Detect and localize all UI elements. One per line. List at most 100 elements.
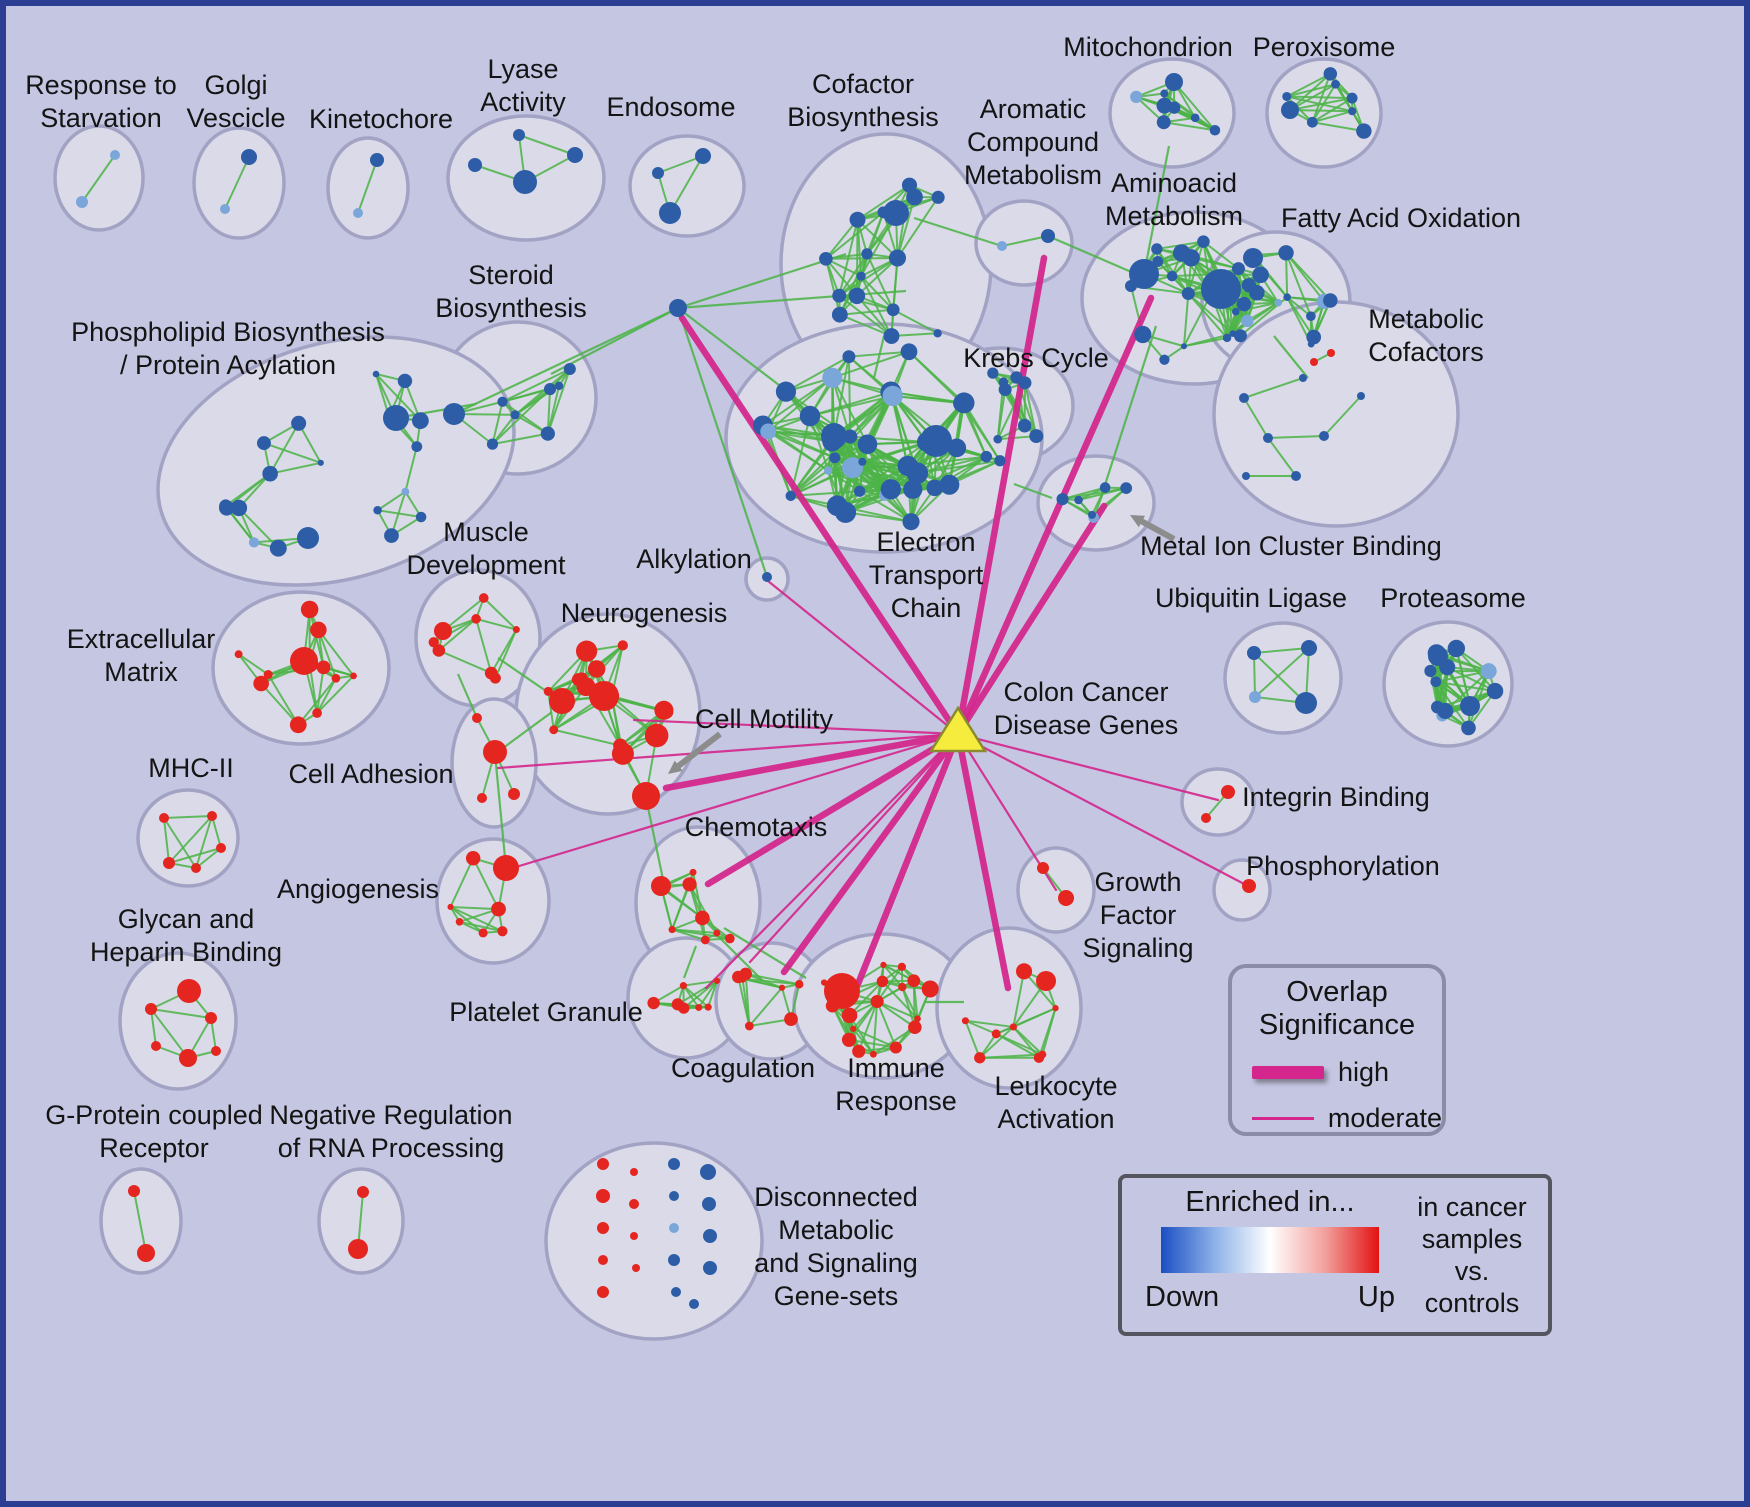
gene-set-node-krebs-cycle[interactable] (1018, 376, 1032, 390)
gene-set-node-g-protein-coupled-receptor[interactable] (128, 1185, 140, 1197)
gene-set-node-leukocyte-activation[interactable] (1052, 1005, 1059, 1012)
gene-set-node-electron-transport-chain[interactable] (900, 343, 918, 361)
gene-set-node-cell-adhesion[interactable] (508, 788, 520, 800)
gene-set-node-growth-factor-signaling[interactable] (1037, 862, 1049, 874)
gene-set-node-electron-transport-chain[interactable] (903, 479, 923, 499)
gene-set-node-response-to-starvation[interactable] (76, 196, 88, 208)
gene-set-node-lyase-activity[interactable] (567, 147, 583, 163)
gene-set-node-immune-response[interactable] (907, 974, 921, 988)
gene-set-node-electron-transport-chain[interactable] (760, 423, 777, 440)
gene-set-node-phospholipid-biosynthesis[interactable] (411, 412, 429, 430)
gene-set-node-aromatic-compound-metabolism[interactable] (1041, 229, 1055, 243)
gene-set-node-cofactor-biosynthesis[interactable] (933, 329, 942, 338)
gene-set-node-extracellular-matrix[interactable] (350, 672, 357, 680)
gene-set-node-steroid-biosynthesis[interactable] (554, 381, 564, 391)
gene-set-node-immune-response[interactable] (921, 980, 939, 998)
gene-set-node-mhc-ii[interactable] (207, 811, 217, 821)
gene-set-node-electron-transport-chain[interactable] (994, 455, 1006, 467)
gene-set-node-leukocyte-activation[interactable] (961, 1017, 969, 1025)
gene-set-node-electron-transport-chain[interactable] (902, 513, 920, 531)
gene-set-node-disconnected-gene-sets[interactable] (700, 1164, 716, 1180)
gene-set-node-disconnected-gene-sets[interactable] (597, 1222, 609, 1234)
gene-set-node-endosome[interactable] (652, 167, 664, 179)
gene-set-node-extracellular-matrix[interactable] (300, 600, 319, 619)
gene-set-node-extracellular-matrix[interactable] (331, 673, 341, 683)
gene-set-node-phospholipid-biosynthesis[interactable] (230, 499, 248, 517)
gene-set-node-g-protein-coupled-receptor[interactable] (137, 1244, 155, 1262)
gene-set-node-phospholipid-biosynthesis[interactable] (317, 459, 324, 466)
gene-set-node-electron-transport-chain[interactable] (842, 350, 856, 364)
gene-set-node-disconnected-gene-sets[interactable] (597, 1158, 609, 1170)
gene-set-node-phospholipid-biosynthesis[interactable] (384, 528, 399, 543)
gene-set-node-immune-response[interactable] (841, 1032, 857, 1047)
gene-set-node-fatty-acid-oxidation[interactable] (1306, 311, 1316, 321)
gene-set-node-proteasome[interactable] (1428, 646, 1448, 666)
gene-set-node-disconnected-gene-sets[interactable] (668, 1254, 680, 1266)
gene-set-node-extracellular-matrix[interactable] (290, 647, 318, 675)
gene-set-node-extracellular-matrix[interactable] (234, 650, 243, 659)
gene-set-node-metabolic-cofactors[interactable] (1291, 471, 1301, 481)
gene-set-node-immune-response[interactable] (889, 1041, 902, 1054)
gene-set-node-krebs-cycle[interactable] (998, 377, 1009, 387)
gene-set-node-electron-transport-chain[interactable] (939, 474, 960, 495)
gene-set-node-krebs-cycle[interactable] (1029, 429, 1044, 444)
gene-set-node-electron-transport-chain[interactable] (821, 423, 847, 449)
gene-set-node-krebs-cycle[interactable] (1017, 418, 1032, 433)
gene-set-node-extracellular-matrix[interactable] (253, 675, 269, 692)
gene-set-node-ubiquitin-ligase[interactable] (1249, 691, 1261, 703)
gene-set-node-coagulation[interactable] (732, 970, 745, 984)
gene-set-node-electron-transport-chain[interactable] (842, 457, 864, 479)
gene-set-node-aminoacid-metabolism[interactable] (1236, 296, 1252, 312)
gene-set-node-aminoacid-metabolism[interactable] (1252, 266, 1269, 284)
gene-set-node-phospholipid-biosynthesis[interactable] (262, 465, 278, 482)
gene-set-node-phospholipid-biosynthesis[interactable] (297, 527, 319, 549)
gene-set-node-phospholipid-biosynthesis[interactable] (219, 500, 235, 516)
gene-set-node-immune-response[interactable] (876, 975, 889, 988)
gene-set-node-steroid-biosynthesis[interactable] (544, 383, 557, 396)
gene-set-node-aminoacid-metabolism[interactable] (1166, 270, 1178, 282)
gene-set-node-chemotaxis[interactable] (651, 876, 671, 896)
gene-set-node-aminoacid-metabolism[interactable] (1151, 243, 1163, 255)
gene-set-node-peroxisome[interactable] (1348, 107, 1357, 116)
gene-set-node-disconnected-gene-sets[interactable] (668, 1158, 680, 1170)
gene-set-node-lyase-activity[interactable] (513, 129, 525, 141)
gene-set-node-angiogenesis[interactable] (478, 928, 488, 938)
gene-set-node-leukocyte-activation[interactable] (1038, 1050, 1047, 1059)
gene-set-node-cofactor-biosynthesis[interactable] (849, 211, 866, 228)
gene-set-node-disconnected-gene-sets[interactable] (597, 1286, 609, 1298)
gene-set-node-mhc-ii[interactable] (159, 813, 169, 823)
gene-set-node-lyase-activity[interactable] (468, 158, 482, 172)
gene-set-node-chemotaxis[interactable] (695, 910, 710, 926)
gene-set-node-electron-transport-chain[interactable] (843, 429, 858, 444)
gene-set-node-metabolic-cofactors[interactable] (1263, 433, 1273, 443)
gene-set-node-muscle-development[interactable] (428, 637, 439, 648)
gene-set-node-muscle-development[interactable] (434, 622, 452, 640)
gene-set-node-immune-response[interactable] (914, 1015, 921, 1023)
gene-set-node-disconnected-gene-sets[interactable] (703, 1261, 717, 1275)
gene-set-node-glycan-heparin-binding[interactable] (205, 1012, 217, 1024)
gene-set-node-aminoacid-metabolism[interactable] (1159, 354, 1170, 365)
gene-set-node-coagulation[interactable] (784, 1012, 798, 1027)
gene-set-node-neurogenesis[interactable] (575, 640, 598, 662)
gene-set-node-neurogenesis[interactable] (632, 782, 660, 810)
gene-set-node-glycan-heparin-binding[interactable] (145, 1003, 157, 1015)
gene-set-node-fatty-acid-oxidation[interactable] (1233, 329, 1247, 343)
gene-set-node-proteasome[interactable] (1480, 663, 1497, 680)
gene-set-node-angiogenesis[interactable] (497, 926, 508, 937)
gene-set-node-phospholipid-biosynthesis[interactable] (401, 487, 410, 496)
gene-set-node-aminoacid-metabolism[interactable] (1197, 235, 1210, 248)
gene-set-node-metabolic-cofactors[interactable] (1327, 349, 1335, 357)
gene-set-node-aminoacid-metabolism[interactable] (1241, 314, 1254, 328)
gene-set-node-endosome[interactable] (659, 202, 681, 224)
gene-set-node-metal-ion-cluster-binding[interactable] (1056, 493, 1069, 506)
gene-set-node-disconnected-gene-sets[interactable] (630, 1168, 638, 1176)
gene-set-node-phospholipid-biosynthesis[interactable] (269, 539, 287, 557)
gene-set-node-peroxisome[interactable] (1356, 123, 1372, 139)
gene-set-node-phospholipid-biosynthesis[interactable] (291, 415, 307, 431)
gene-set-node-platelet-granule[interactable] (679, 982, 688, 990)
gene-set-node-electron-transport-chain[interactable] (953, 394, 971, 413)
gene-set-node-neurogenesis[interactable] (587, 660, 606, 678)
gene-set-node-proteasome[interactable] (1461, 720, 1476, 736)
gene-set-node-chemotaxis[interactable] (725, 933, 735, 944)
gene-set-node-fatty-acid-oxidation[interactable] (1278, 245, 1294, 261)
